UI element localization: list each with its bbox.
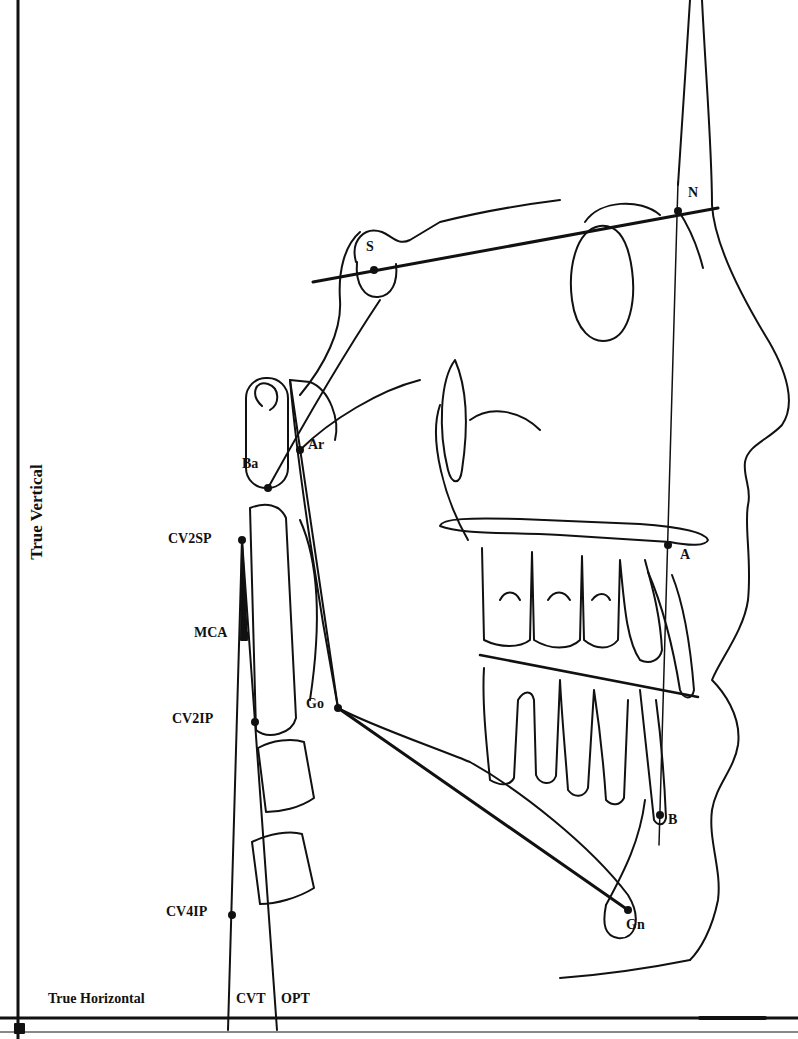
cranial-base [300,232,360,395]
anterior-cranial-base [355,200,560,262]
landmark-point [264,484,272,492]
landmark-label: B [668,813,677,827]
vertebra-c3 [258,740,314,812]
orbit [571,226,633,341]
landmark-label: N [688,186,698,200]
landmark-point [664,541,672,549]
true-vertical-line [17,0,20,1039]
landmark-label: Ba [242,457,258,471]
landmark-label: CV2SP [168,532,212,546]
vertebra-c4 [252,832,314,904]
landmark-point [251,718,259,726]
pterygomaxillary-fissure [442,360,466,481]
landmark-label: S [366,240,374,254]
landmark-label: A [680,548,690,562]
n-b-line [659,182,678,845]
landmark-points [228,207,682,919]
frontal-bone [678,0,690,185]
landmark-point [624,906,632,914]
atlas-ring [255,383,277,410]
landmark-label: Gn [626,918,645,932]
mandible-lower-border [338,708,636,938]
nasal-bone [678,210,703,268]
landmark-label: OPT [281,992,310,1006]
odontoid-process [246,378,288,488]
landmark-point [370,266,378,274]
landmark-label: CVT [236,992,266,1006]
landmark-label: MCA [194,626,227,640]
landmark-point [674,207,682,215]
landmark-point [238,536,246,544]
neck-outline [560,960,690,978]
landmark-label: Go [306,697,324,711]
occlusal-plane [480,655,698,697]
tooth-pulp [500,593,610,601]
symphysis [606,800,645,905]
frame-line [0,1032,798,1033]
landmark-point [656,811,664,819]
scale-bar [700,1016,765,1020]
upper-incisor [648,572,694,698]
coronoid-process [436,405,468,540]
maxillary-sinus [470,411,540,430]
ramus-line [290,380,338,708]
landmark-label: CV2IP [172,712,213,726]
landmark-point [296,446,304,454]
landmark-point [228,911,236,919]
landmark-point [241,631,249,639]
landmark-label: CV4IP [166,905,207,919]
landmark-point [334,704,342,712]
ramus-border [290,380,338,708]
landmark-label: Ar [308,438,324,452]
upper-teeth [482,548,662,662]
cvt-line [228,540,242,1030]
axis-label: True Vertical [28,464,45,560]
landmark-label: True Horizontal [48,992,145,1006]
clivus [268,300,380,488]
origin-mark [15,1024,24,1033]
mandibular-plane [338,708,628,910]
mca-angle [241,540,247,640]
soft-tissue-profile [690,0,789,960]
true-horizontal-line [0,1017,798,1020]
vertebra-c2 [250,505,296,735]
sn-line [313,208,718,282]
opt-line [242,540,277,1030]
